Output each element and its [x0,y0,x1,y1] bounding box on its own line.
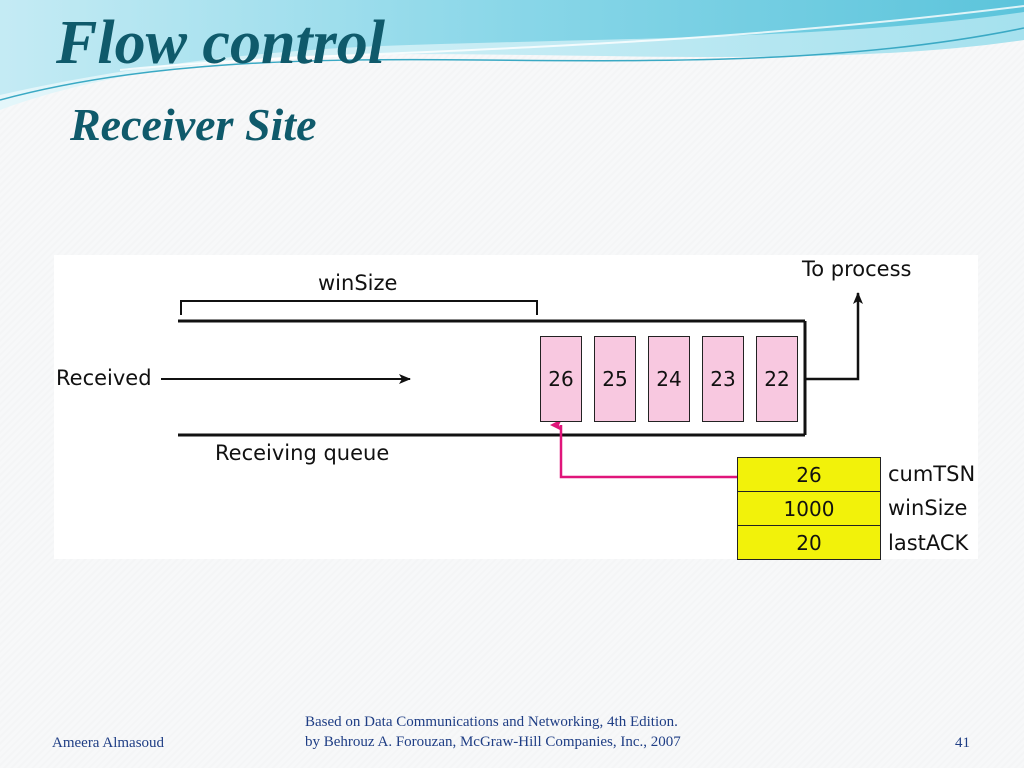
winsize-value-cell: 1000 [737,491,881,526]
winsize-variable-label: winSize [888,496,968,520]
lastack-label: lastACK [888,531,969,555]
packet-box: 24 [648,336,690,422]
cumtsn-pointer-arrow [550,419,737,479]
page-number: 41 [955,735,970,751]
receiving-queue-label: Receiving queue [215,441,390,465]
received-label: Received [56,366,152,390]
footer-source: Based on Data Communications and Network… [305,713,681,752]
to-process-arrow [806,292,863,381]
winsize-bracket [180,300,538,315]
header-swoosh-decoration [0,0,1024,110]
packet-box: 22 [756,336,798,422]
receiver-flow-diagram: winSize Received Receiving queue To proc… [54,255,978,560]
footer-source-line-2: by Behrouz A. Forouzan, McGraw-Hill Comp… [305,733,681,750]
footer-author: Ameera Almasoud [52,735,165,751]
packet-box: 26 [540,336,582,422]
diagram-lines [161,292,863,479]
slide-subtitle: Receiver Site [70,99,317,150]
cumtsn-label: cumTSN [888,462,976,486]
packet-box: 23 [702,336,744,422]
lastack-value-cell: 20 [737,525,881,560]
winsize-bracket-label: winSize [318,271,398,295]
cumtsn-value-cell: 26 [737,457,881,492]
to-process-label: To process [802,257,912,281]
packet-box: 25 [594,336,636,422]
slide-title: Flow control [56,9,386,77]
footer-source-line-1: Based on Data Communications and Network… [305,714,678,730]
